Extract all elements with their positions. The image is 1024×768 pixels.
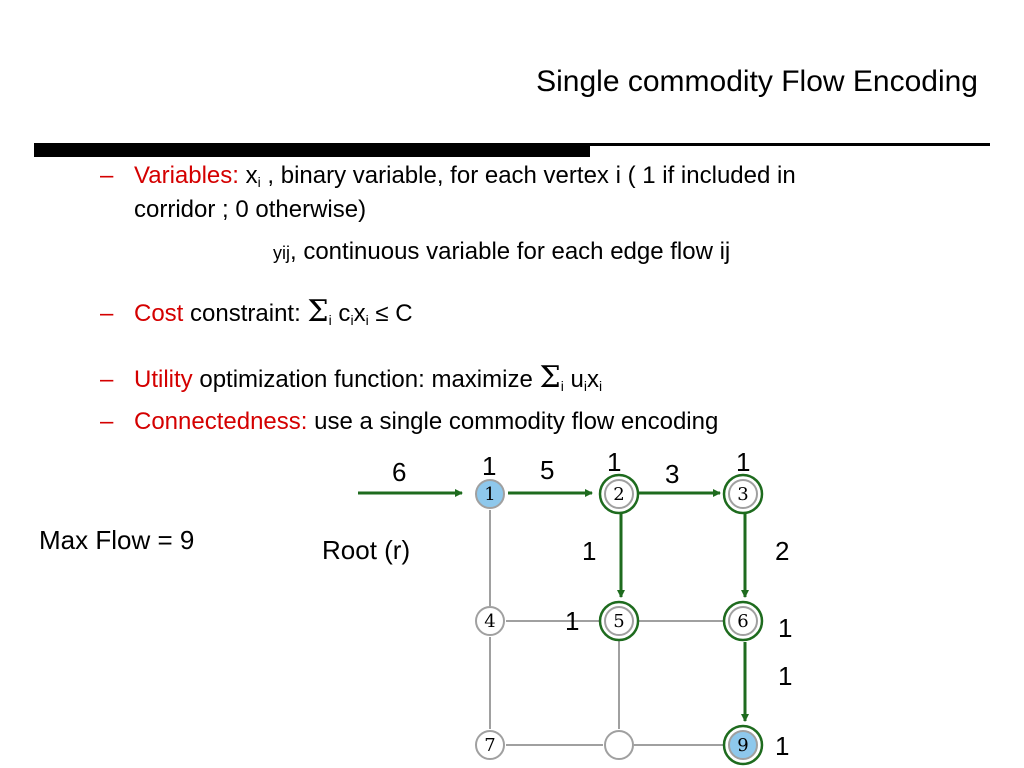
bullet-cost: –Cost constraint: Σi cixi ≤ C [100, 297, 413, 335]
flow-label-node3: 1 [736, 447, 751, 477]
u-sub: i [583, 378, 587, 394]
utility-term: Utility [134, 366, 193, 393]
node-1-label: 1 [484, 484, 495, 505]
c-sub: i [350, 312, 354, 328]
title-rule-thick [34, 145, 590, 157]
bullet-dash: – [100, 300, 114, 327]
flow-label-inflow: 6 [392, 457, 407, 487]
flow-label-node9: 1 [775, 731, 790, 761]
flow-label-node2: 1 [607, 447, 622, 477]
bullet-dash: – [100, 162, 114, 189]
node-9-label: 9 [737, 735, 748, 756]
flow-label-edge-6-9: 1 [778, 661, 793, 691]
node-4-label: 4 [484, 611, 495, 632]
y-var: y [273, 243, 282, 263]
utility-text: optimization function: maximize [192, 366, 540, 393]
sigma-symbol: Σ [307, 294, 329, 329]
slide-title: Single commodity Flow Encoding [536, 65, 978, 98]
y-var-text: , continuous variable for each edge flow… [290, 238, 731, 265]
max-flow-label: Max Flow = 9 [39, 525, 195, 555]
flow-label-edge-2-5: 1 [582, 536, 597, 566]
node-4: 4 [475, 606, 505, 636]
y-variable-line: yij, continuous variable for each edge f… [273, 237, 730, 268]
flow-arrows [358, 489, 749, 722]
x-var: x [586, 366, 599, 393]
node-2-label: 2 [613, 484, 624, 505]
node-3-label: 3 [737, 484, 748, 505]
flow-label-node6: 1 [778, 613, 793, 643]
cost-tail: ≤ C [368, 300, 413, 327]
sum-sub: i [328, 312, 332, 328]
node-9: 9 [722, 724, 764, 766]
flow-label-edge-1-2: 5 [540, 455, 555, 485]
flow-label-node1: 1 [482, 451, 497, 481]
connectedness-text: use a single commodity flow encoding [307, 408, 719, 435]
y-var-sub: ij [282, 243, 290, 263]
node-7: 7 [475, 730, 505, 760]
variables-term: Variables: [134, 162, 239, 189]
node-2: 2 [598, 473, 640, 515]
root-label: Root (r) [322, 535, 411, 565]
node-8 [604, 730, 634, 760]
node-6: 6 [722, 600, 764, 642]
connectedness-term: Connectedness: [134, 408, 308, 435]
title-rule [34, 143, 990, 146]
flow-label-edge-3-6: 2 [775, 536, 790, 566]
cost-text: constraint: [183, 300, 308, 327]
x-sub: i [365, 312, 369, 328]
sum-sub: i [560, 378, 564, 394]
variables-text: , binary variable, for each vertex i ( 1… [260, 162, 796, 189]
bullet-dash: – [100, 366, 114, 393]
c-var: c [331, 300, 351, 327]
node-5: 5 [598, 600, 640, 642]
bullet-dash: – [100, 408, 114, 435]
flow-label-edge-2-3: 3 [665, 459, 680, 489]
x-var: x [353, 300, 366, 327]
sigma-symbol: Σ [539, 360, 561, 395]
node-5-label: 5 [613, 611, 624, 632]
x-var-sub: i [257, 174, 261, 190]
bullet-variables: –Variables: xi , binary variable, for ea… [100, 161, 796, 197]
bullet-utility: –Utility optimization function: maximize… [100, 363, 602, 401]
x-sub: i [598, 378, 603, 394]
variables-text-cont: corridor ; 0 otherwise) [134, 196, 367, 223]
node-7-label: 7 [484, 735, 495, 756]
cost-term: Cost [134, 300, 184, 327]
bullet-connectedness: –Connectedness: use a single commodity f… [100, 407, 718, 437]
node-1: 1 [475, 479, 505, 509]
x-var: x [245, 162, 258, 189]
u-var: u [563, 366, 584, 393]
node-6-label: 6 [737, 611, 748, 632]
node-3: 3 [722, 473, 764, 515]
flow-label-node5: 1 [565, 606, 580, 636]
grid-edges [489, 510, 727, 746]
